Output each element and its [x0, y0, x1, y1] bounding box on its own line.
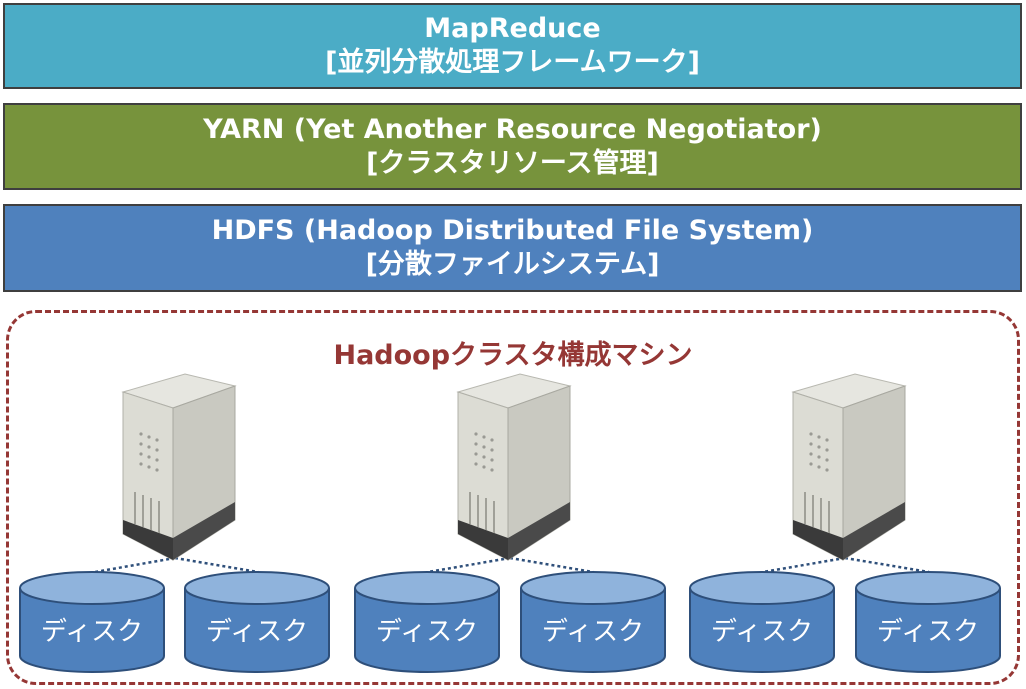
disk-label: ディスク: [40, 617, 144, 647]
server-icon: [792, 373, 906, 561]
server-icon: [457, 373, 571, 561]
machine-1: [19, 373, 330, 673]
machine-2: [354, 373, 666, 673]
mapreduce-subtitle: [並列分散処理フレームワーク]: [325, 47, 700, 78]
mapreduce-title: MapReduce: [424, 13, 601, 44]
hdfs-title: HDFS (Hadoop Distributed File System): [211, 215, 814, 246]
mapreduce-layer: MapReduce [並列分散処理フレームワーク]: [3, 3, 1022, 89]
cluster-box: [6, 310, 1020, 685]
yarn-layer: YARN (Yet Another Resource Negotiator) […: [3, 103, 1022, 190]
disk-label: ディスク: [710, 617, 814, 647]
disk-label: ディスク: [375, 617, 479, 647]
machine-3: [689, 373, 1001, 673]
cluster-title: Hadoopクラスタ構成マシン: [333, 340, 693, 371]
yarn-subtitle: [クラスタリソース管理]: [366, 147, 659, 179]
hdfs-subtitle: [分散ファイルシステム]: [365, 249, 660, 280]
yarn-title: YARN (Yet Another Resource Negotiator): [203, 113, 822, 145]
server-icon: [122, 373, 236, 561]
hdfs-layer: HDFS (Hadoop Distributed File System) [分…: [3, 204, 1022, 292]
disk-label: ディスク: [876, 617, 980, 647]
disk-label: ディスク: [205, 617, 309, 647]
disk-label: ディスク: [541, 617, 645, 647]
